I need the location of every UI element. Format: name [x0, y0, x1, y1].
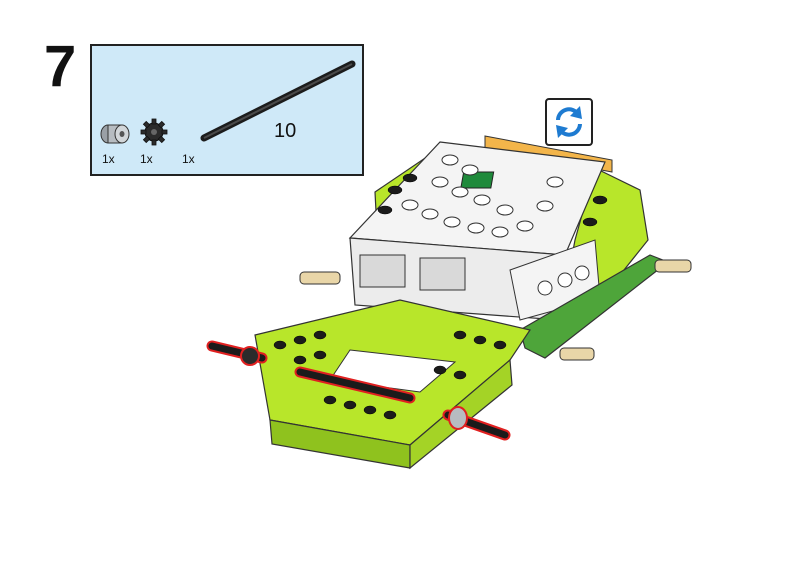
rotate-arrows-icon [545, 98, 593, 146]
axle-length-label: 10 [274, 120, 297, 142]
new-axle-center [294, 366, 416, 404]
bushing-icon [100, 124, 130, 144]
axle-icon [200, 60, 356, 142]
new-axle-bushing [442, 406, 511, 441]
step-number: 7 [44, 34, 77, 99]
gear-icon [140, 118, 168, 146]
parts-callout: 1x 1x 1x 10 [90, 44, 364, 176]
bushing-quantity: 1x [102, 152, 115, 166]
gear-quantity: 1x [140, 152, 153, 166]
axle-quantity: 1x [182, 152, 195, 166]
new-axle-left [206, 340, 268, 366]
